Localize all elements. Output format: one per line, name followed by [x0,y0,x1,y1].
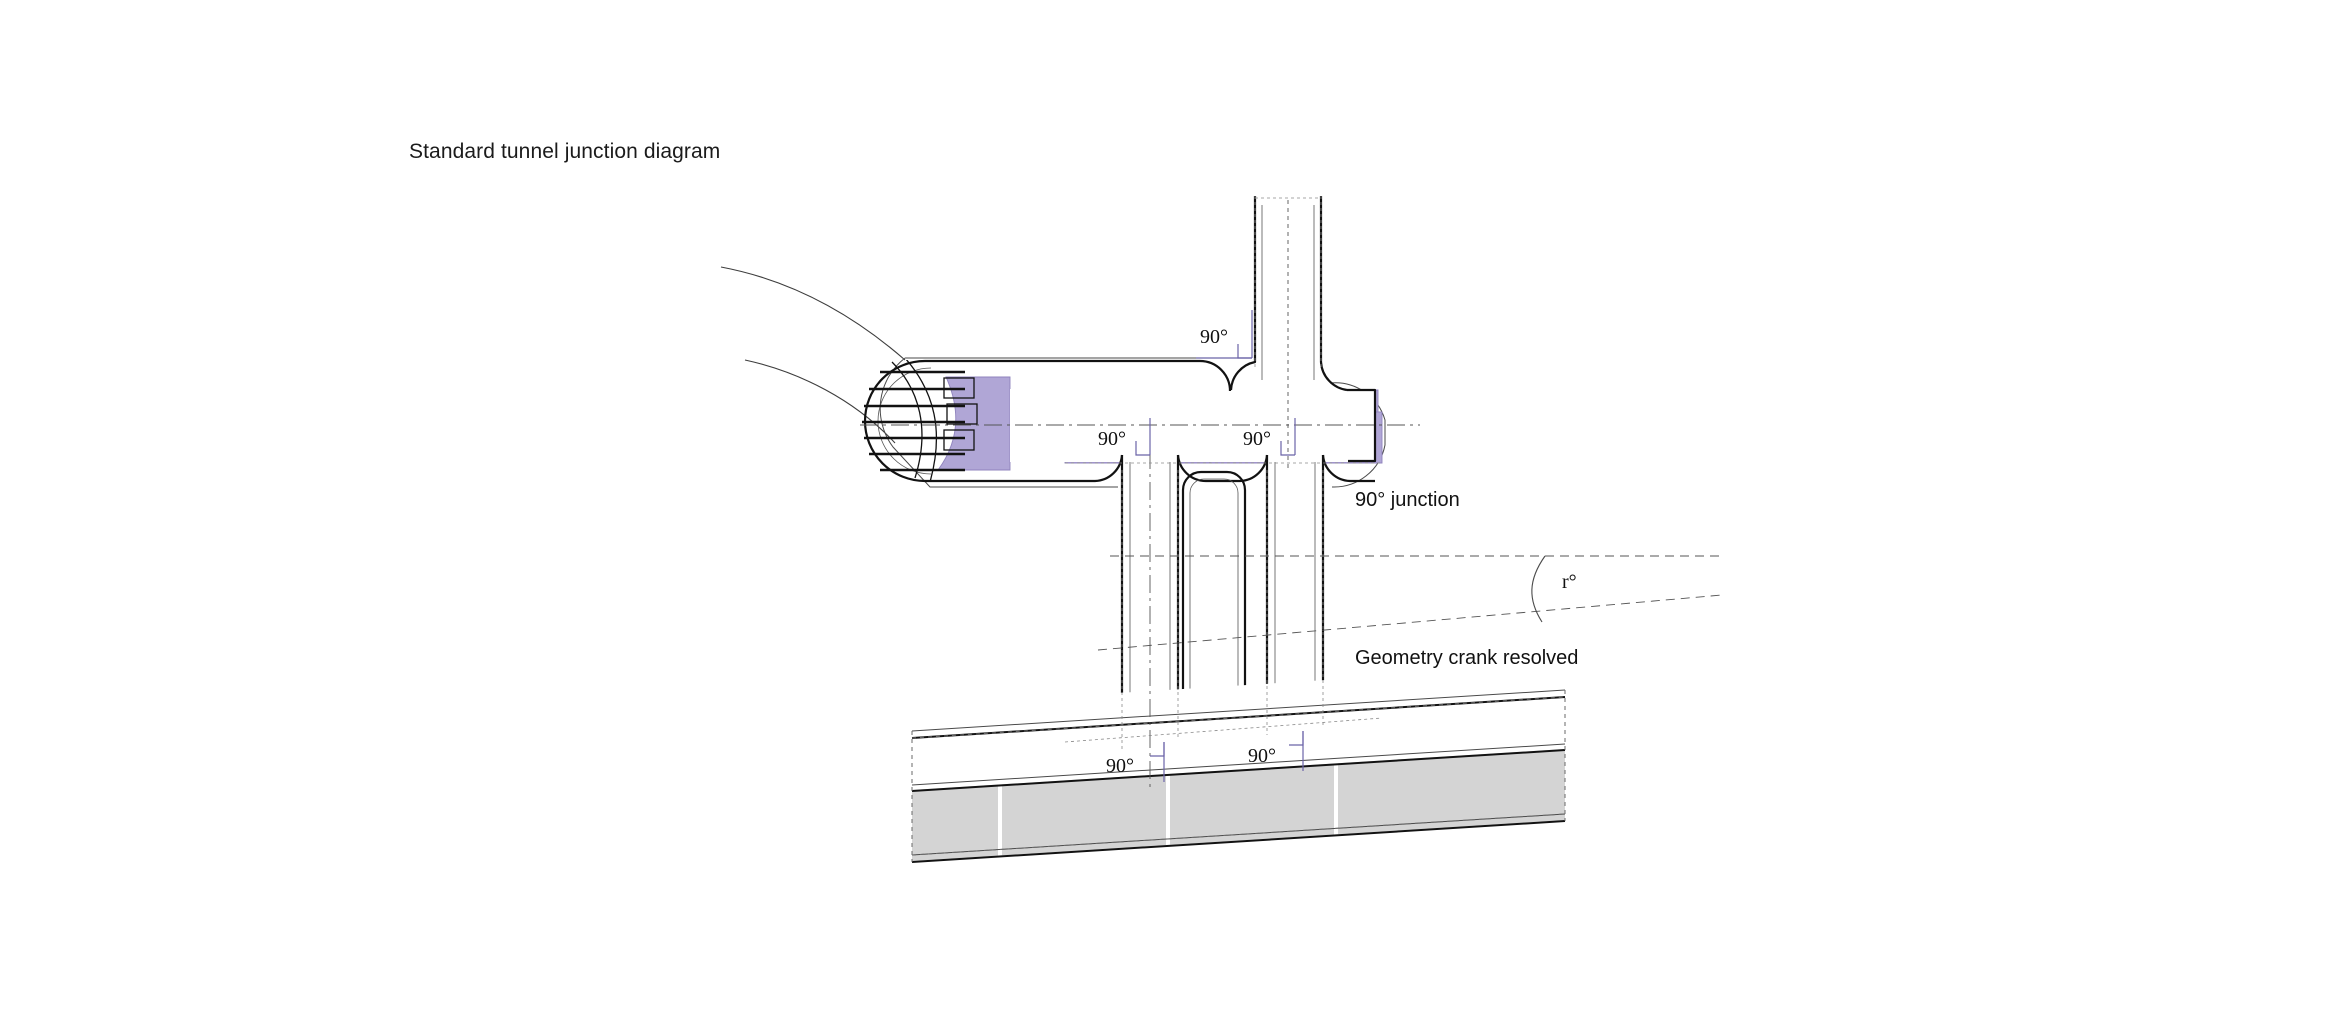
right-angle-marker [1237,344,1252,359]
page-title: Standard tunnel junction diagram [409,140,721,163]
tangent-guide-lower [744,359,896,444]
lower-right-tunnel-interior [1267,454,1323,736]
right-angle-marker [1289,731,1304,746]
angle-label-top-shaft: 90° [1200,326,1228,348]
corridor-end-dashes [911,690,1566,862]
crank-note-label: Geometry crank resolved [1355,647,1578,669]
cap-connector [943,429,975,451]
construction-dashes [1064,196,1383,750]
tangent-guide-lines [720,266,906,444]
horizontal-tunnel-interior [1010,389,1375,462]
angle-label-branch-right: 90° [1243,428,1271,450]
angle-annotation-branch-left: 90° [1098,418,1151,456]
right-angle-marker [1280,441,1295,456]
cap-connector [943,377,975,399]
crank-angle-annotation: r° [1531,555,1577,623]
crank-angle-arc [1531,555,1546,623]
tunnel-inner-offsets [877,205,1316,748]
junction-note-label: 90° junction [1355,489,1460,511]
angle-label-branch-left: 90° [1098,428,1126,450]
angle-label-bottom-left: 90° [1106,755,1134,777]
angle-annotation-bottom-right: 90° [1248,731,1304,771]
shaft-left-wall [1229,196,1257,391]
tangent-guide-upper [720,266,906,361]
right-angle-marker [1150,742,1165,757]
end-cap-connectors [943,377,978,451]
angle-annotation-bottom-left: 90° [1106,742,1165,782]
bottom-corridor [911,665,1566,863]
horizontal-bottom-mid-seg [1176,454,1269,483]
corridor-gray-fill [912,749,1565,861]
cap-connector [946,403,978,425]
angle-annotation-top-shaft: 90° [1196,310,1253,359]
horizontal-right-end [1347,388,1377,463]
crank-angle-label: r° [1562,571,1577,593]
lower-left-tunnel-interior [1122,454,1178,750]
angle-label-bottom-right: 90° [1248,745,1276,767]
shaft-right-wall [1319,196,1348,392]
reference-centerlines [860,196,1725,790]
reference-line-crank-tilted [1097,594,1723,651]
end-cap-hatching [862,360,965,480]
corridor-segment-gaps [998,762,1338,860]
right-angle-marker [1135,441,1150,456]
horizontal-top-edge [925,359,1232,392]
angle-annotation-branch-right: 90° [1243,418,1296,456]
